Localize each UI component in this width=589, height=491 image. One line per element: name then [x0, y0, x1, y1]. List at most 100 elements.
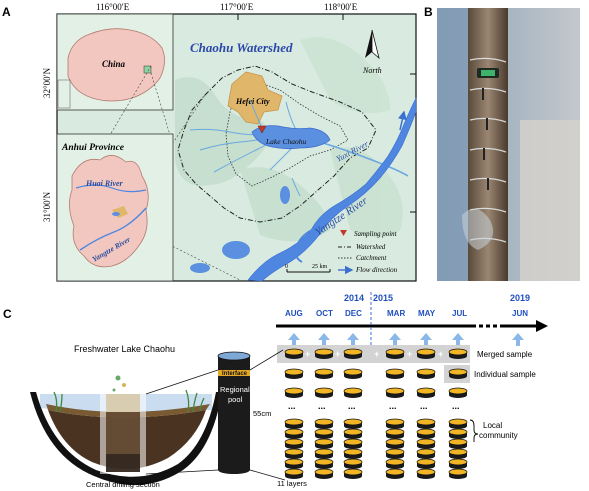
depth-label: 55cm	[253, 409, 271, 418]
sample-disk	[448, 418, 468, 429]
year-2015: 2015	[373, 293, 393, 303]
yangtze-branch	[294, 229, 313, 263]
sample-disk	[284, 348, 304, 359]
legend-watershed: Watershed	[356, 243, 386, 251]
sample-disk	[343, 468, 363, 479]
sample-disk	[284, 458, 304, 469]
dots-1: ...	[288, 401, 296, 411]
sample-disk	[416, 468, 436, 479]
connector-lines	[145, 349, 286, 481]
individual-sample-label: Individual sample	[474, 370, 536, 379]
sample-disk	[314, 368, 334, 379]
legend-catchment: Catchment	[356, 254, 387, 262]
sample-disk	[448, 348, 468, 359]
sample-disk	[416, 428, 436, 439]
sample-disk	[343, 418, 363, 429]
scale-bar	[286, 269, 331, 273]
north-arrow-icon	[365, 29, 380, 60]
timeline-up-arrows	[288, 333, 524, 346]
sample-disk	[448, 448, 468, 459]
sample-disk	[314, 428, 334, 439]
small-lake-1	[222, 241, 250, 259]
aquatic-plants	[53, 389, 205, 413]
sample-disk	[314, 448, 334, 459]
hefei-city-label: Hefei City	[235, 97, 270, 106]
lon-label-117: 117°00′E	[220, 2, 254, 12]
sample-disk	[385, 438, 405, 449]
sample-disk	[314, 468, 334, 479]
lat-label-32: 32°00′N	[42, 67, 52, 98]
panel-label-a: A	[2, 5, 11, 19]
month-jul: JUL	[452, 309, 467, 318]
core-photo	[437, 8, 580, 281]
sample-disk	[284, 448, 304, 459]
sample-disk	[284, 368, 304, 379]
hefei-city-area	[227, 71, 283, 125]
month-mar: MAR	[387, 309, 405, 318]
sample-disk	[416, 458, 436, 469]
flow-arrow-top	[397, 110, 407, 131]
sample-disk	[343, 448, 363, 459]
sample-disk	[416, 418, 436, 429]
sample-disk	[385, 368, 405, 379]
sample-disk	[385, 428, 405, 439]
sampling-point-marker	[257, 125, 267, 134]
sample-disk	[448, 468, 468, 479]
regional-pool-label-1: Regional	[220, 385, 250, 394]
north-label: North	[362, 66, 382, 75]
sample-disk	[343, 368, 363, 379]
sample-disk	[343, 348, 363, 359]
lake-chaohu-label: Lake Chaohu	[265, 137, 306, 146]
china-label: China	[102, 59, 126, 69]
sample-disk	[385, 418, 405, 429]
scale-zero: 0	[285, 264, 288, 270]
timeline-axis	[276, 292, 548, 345]
huai-river-label: Huai River	[85, 179, 124, 188]
local-community-label-1: Local	[483, 421, 502, 430]
sample-disk	[416, 348, 436, 359]
yangtze-river	[247, 97, 417, 282]
sample-disk-columns	[284, 348, 468, 479]
sample-disk	[385, 348, 405, 359]
svg-text:+: +	[335, 349, 340, 359]
map-legend	[338, 230, 354, 275]
sample-disk	[416, 438, 436, 449]
year-2019: 2019	[510, 293, 530, 303]
month-jun: JUN	[512, 309, 528, 318]
month-oct: OCT	[316, 309, 333, 318]
sample-disk	[284, 438, 304, 449]
china-inset	[56, 13, 174, 111]
lake-chaohu	[251, 125, 331, 150]
regional-pool-cylinder	[217, 351, 251, 474]
drilling-section	[100, 362, 146, 474]
catchment-boundary	[225, 81, 349, 187]
sample-disk	[314, 387, 334, 398]
small-lake-3	[280, 186, 290, 204]
dots-2: ...	[318, 401, 326, 411]
month-dec: DEC	[345, 309, 362, 318]
sample-disk	[284, 387, 304, 398]
svg-text:+: +	[407, 349, 412, 359]
sample-disk	[448, 368, 468, 379]
dots-6: ...	[452, 401, 460, 411]
sample-disk	[385, 458, 405, 469]
sample-disk	[284, 428, 304, 439]
month-aug: AUG	[285, 309, 303, 318]
sample-disk	[448, 428, 468, 439]
sample-disk	[416, 368, 436, 379]
legend-sampling: Sampling point	[354, 230, 398, 238]
sample-disk	[385, 468, 405, 479]
watershed-boundary	[177, 65, 377, 223]
dots-5: ...	[420, 401, 428, 411]
sample-disk	[343, 438, 363, 449]
sample-disk	[385, 448, 405, 459]
sample-disk	[448, 438, 468, 449]
sample-disk	[343, 428, 363, 439]
sample-disk	[343, 387, 363, 398]
local-community-brace	[469, 419, 479, 442]
sample-disk	[314, 458, 334, 469]
sample-disk	[314, 438, 334, 449]
layers-label: 11 layers	[277, 479, 307, 488]
regional-pool-label-2: pool	[228, 395, 243, 404]
dots-3: ...	[348, 401, 356, 411]
